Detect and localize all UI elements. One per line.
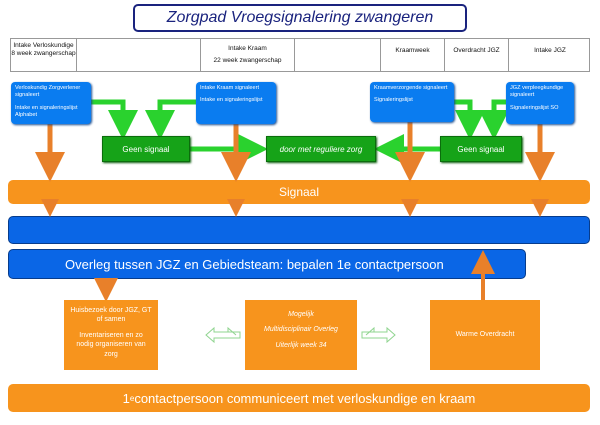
signaler-box-verloskundige: Verloskundig Zorgverlener signaleert Int…	[11, 82, 91, 124]
signaler-instrument: Signaleringslijst	[374, 97, 413, 104]
timeline-phase-label: Intake Verloskundige	[13, 42, 74, 49]
hollow-arrow-right	[365, 326, 387, 336]
signaler-title: JGZ verpleegkundige signaleert	[510, 85, 564, 99]
mdo-line-1: Mogelijk	[288, 311, 314, 318]
no-signal-box-right: Geen signaal	[440, 136, 522, 162]
timeline-phase-label: Intake Kraam	[228, 45, 267, 52]
timeline-phase	[295, 39, 381, 71]
timeline-phase: Kraamweek	[381, 39, 445, 71]
hollow-arrow-right	[361, 326, 396, 344]
timeline-phase	[77, 39, 201, 71]
timeline-phase-sub: 22 week zwangerschap	[213, 57, 282, 65]
timeline-phase: Overdracht JGZ	[445, 39, 509, 71]
hollow-arrow-left	[214, 326, 237, 336]
no-signal-box-left: Geen signaal	[102, 136, 190, 162]
home-visit-text: Huisbezoek door JGZ, GT of samen	[70, 307, 152, 324]
signaler-box-kraamverzorgende: Kraamverzorgende signaleert Signalerings…	[370, 82, 454, 122]
signal-bar: Signaal	[8, 180, 590, 204]
green-arrow	[479, 99, 509, 140]
green-arrow	[91, 99, 138, 140]
signaler-title: Intake Kraam signaleert	[200, 85, 260, 91]
overleg-bar: Overleg tussen JGZ en Gebiedsteam: bepal…	[8, 249, 526, 279]
bottom-prefix: 1	[122, 390, 130, 406]
mdo-line-3: Uiterlijk week 34	[275, 341, 327, 349]
regular-care-box: door met reguliere zorg	[266, 136, 376, 162]
green-arrow	[145, 99, 196, 140]
hollow-arrow-left	[205, 326, 241, 344]
timeline-phase-label: Intake JGZ	[534, 47, 566, 54]
timeline-header: Intake Verloskundige 8 week zwangerschap…	[10, 38, 590, 72]
inventory-text: Inventariseren en zo nodig organiseren v…	[76, 331, 146, 358]
timeline-phase: Intake Kraam 22 week zwangerschap	[201, 39, 295, 71]
signaler-instrument: Signaleringslijst SO	[510, 104, 559, 111]
signaler-box-kraam-intake: Intake Kraam signaleert Intake en signal…	[196, 82, 276, 124]
signaler-title: Verloskundig Zorgverlener signaleert	[15, 85, 81, 99]
signaler-instrument: Intake en signaleringslijst	[200, 97, 263, 104]
blue-band	[8, 216, 590, 244]
timeline-phase-label: Kraamweek	[395, 47, 430, 54]
home-visit-box: Huisbezoek door JGZ, GT of samen Inventa…	[64, 300, 158, 370]
mdo-box: Mogelijk Multidisciplinair Overleg Uiter…	[245, 300, 357, 370]
timeline-phase-label: Overdracht JGZ	[453, 47, 500, 54]
timeline-phase: Intake JGZ	[509, 39, 591, 71]
diagram-title: Zorgpad Vroegsignalering zwangeren	[133, 4, 467, 32]
signaler-instrument: Intake en signaleringslijst Alphabet	[15, 104, 78, 118]
bottom-text: contactpersoon communiceert met verlosku…	[134, 390, 476, 406]
signaler-box-jgz: JGZ verpleegkundige signaleert Signaleri…	[506, 82, 574, 124]
timeline-phase-sub: 8 week zwangerschap	[11, 50, 76, 58]
bottom-sup: e	[129, 393, 135, 403]
green-arrow	[454, 99, 485, 140]
warm-handover-box: Warme Overdracht	[430, 300, 540, 370]
mdo-line-2: Multidisciplinair Overleg	[264, 326, 338, 334]
signaler-title: Kraamverzorgende signaleert	[374, 85, 448, 91]
timeline-phase: Intake Verloskundige 8 week zwangerschap	[11, 39, 77, 71]
